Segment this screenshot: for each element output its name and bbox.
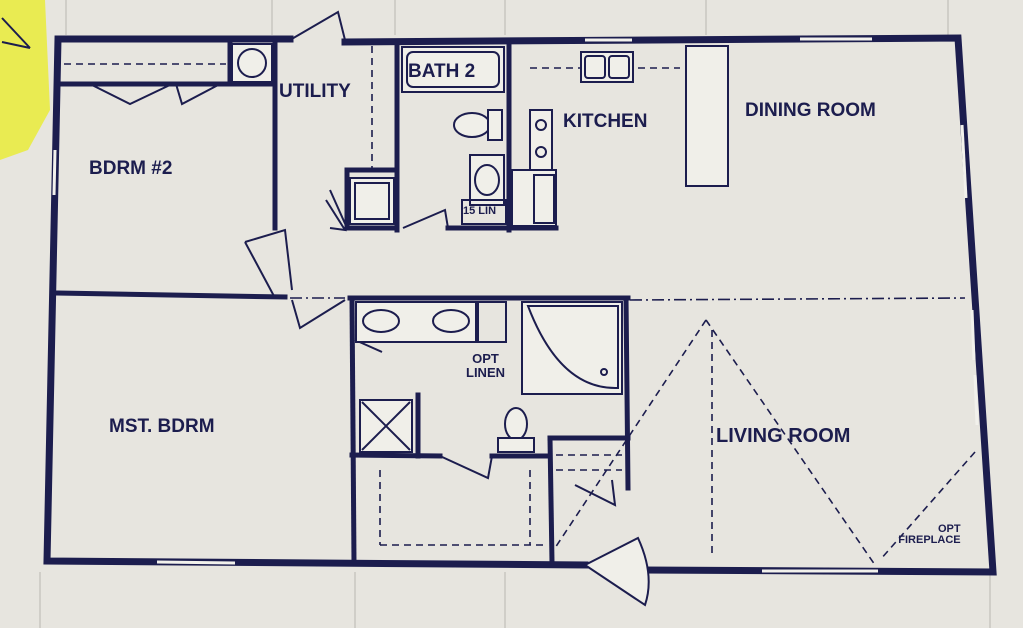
master-toilet [504,407,528,441]
master-vanity [355,301,477,343]
opt-fireplace-label: OPT FIREPLACE [888,523,961,546]
garden-tub [521,301,623,395]
doors [89,10,650,607]
room-label-kitchen: KITCHEN [563,111,648,132]
highlighter-mark [0,0,50,160]
arrow-mark [1,17,31,49]
interior-walls [55,37,631,565]
opt-linen-line-1: OPT [472,351,499,366]
overhead-lines [64,46,976,566]
fixtures [231,43,729,453]
room-label-master-bedroom: MST. BDRM [109,416,215,437]
paper-grid [39,0,991,628]
bath-linen-label: 15 LIN [463,205,497,217]
opt-linen-label: OPT LINEN [466,351,505,381]
opt-linen-line-2: LINEN [466,365,505,381]
bath-2-toilet [453,112,491,138]
windows [52,37,979,573]
room-label-living-room: LIVING ROOM [716,425,851,447]
room-label-dining-room: DINING ROOM [745,100,876,121]
room-label-utility: UTILITY [279,81,351,102]
washer [349,177,395,225]
opt-fireplace-line-1: OPT [938,523,961,535]
room-label-bath-2: BATH 2 [408,61,476,82]
opt-fireplace-line-2: FIREPLACE [898,534,961,546]
kitchen-bar [685,45,729,187]
bath-2-tub [401,46,505,93]
room-label-bedroom-2: BDRM #2 [89,158,173,179]
